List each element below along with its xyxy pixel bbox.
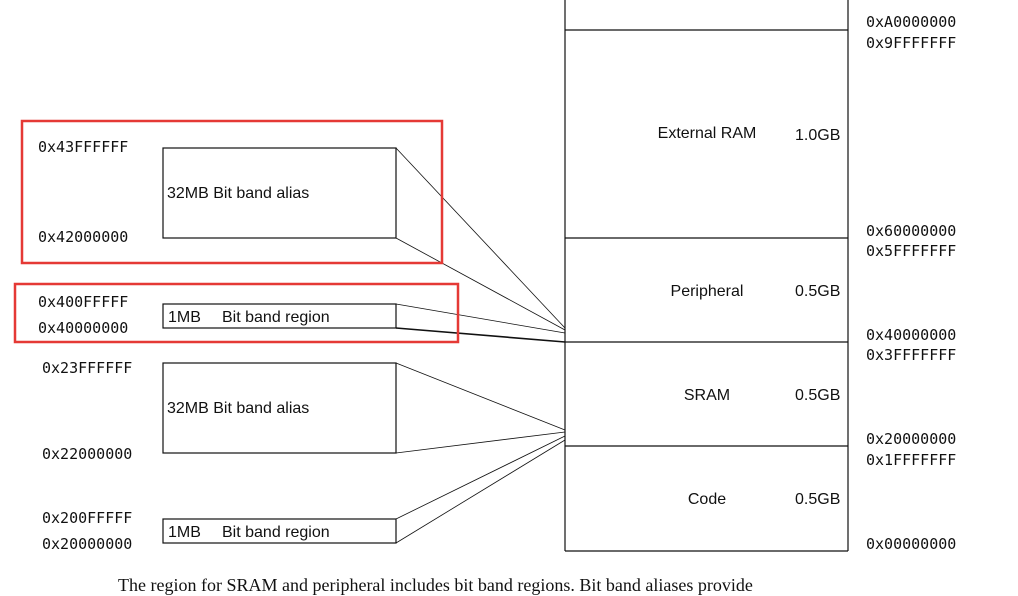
region-address-low: 0x40000000 xyxy=(38,319,128,337)
alias-label: 32MB Bit band alias xyxy=(167,400,309,417)
address-label: 0xA0000000 xyxy=(866,13,956,31)
region-name: Peripheral xyxy=(671,283,744,300)
highlight-box-region xyxy=(13,282,460,344)
region-name: SRAM xyxy=(684,387,730,404)
region-name-label: Bit band region xyxy=(222,524,330,541)
alias-address-high: 0x23FFFFFF xyxy=(42,359,132,377)
address-label: 0x60000000 xyxy=(866,222,956,240)
address-label: 0x40000000 xyxy=(866,326,956,344)
address-label: 0x00000000 xyxy=(866,535,956,553)
region-address-high: 0x200FFFFF xyxy=(42,509,132,527)
address-label: 0x5FFFFFFF xyxy=(866,242,956,260)
region-address-high: 0x400FFFFF xyxy=(38,293,128,311)
address-label: 0x20000000 xyxy=(866,430,956,448)
connector-lines xyxy=(395,147,566,544)
connector-line xyxy=(395,439,566,544)
connector-line xyxy=(395,237,566,331)
address-label: 0x1FFFFFFF xyxy=(866,451,956,469)
peripheral-bitband-region: 1MB Bit band region 0x400FFFFF 0x4000000… xyxy=(38,293,397,337)
boundary-address-labels: 0xA0000000 0x9FFFFFFF 0x60000000 0x5FFFF… xyxy=(866,13,956,553)
region-sram: SRAM 0.5GB xyxy=(684,387,840,404)
region-box xyxy=(162,518,397,544)
region-size: 0.5GB xyxy=(795,387,840,404)
region-size: 1.0GB xyxy=(795,127,840,144)
sram-bitband-alias: 32MB Bit band alias 0x23FFFFFF 0x2200000… xyxy=(42,359,397,463)
sram-bitband-region: 1MB Bit band region 0x200FFFFF 0x2000000… xyxy=(42,509,397,553)
connector-line xyxy=(395,303,566,334)
region-box xyxy=(162,303,397,329)
connector-line xyxy=(395,431,566,454)
region-size: 0.5GB xyxy=(795,283,840,300)
region-peripheral: Peripheral 0.5GB xyxy=(671,283,841,300)
alias-box xyxy=(162,362,397,454)
address-label: 0x9FFFFFFF xyxy=(866,34,956,52)
region-size-label: 1MB xyxy=(168,524,201,541)
region-code: Code 0.5GB xyxy=(688,491,840,508)
caption: The region for SRAM and peripheral inclu… xyxy=(118,575,753,595)
region-address-low: 0x20000000 xyxy=(42,535,132,553)
alias-address-low: 0x22000000 xyxy=(42,445,132,463)
alias-label: 32MB Bit band alias xyxy=(167,185,309,202)
alias-box xyxy=(162,147,397,239)
alias-address-low: 0x42000000 xyxy=(38,228,128,246)
address-label: 0x3FFFFFFF xyxy=(866,346,956,364)
connector-line xyxy=(395,362,566,431)
region-name: External RAM xyxy=(658,125,757,142)
connector-line xyxy=(395,435,566,520)
region-external-ram: External RAM 1.0GB xyxy=(658,125,841,144)
peripheral-bitband-alias: 32MB Bit band alias 0x43FFFFFF 0x4200000… xyxy=(38,138,397,246)
region-size: 0.5GB xyxy=(795,491,840,508)
highlight-box-alias xyxy=(20,119,444,265)
region-size-label: 1MB xyxy=(168,309,201,326)
region-name-label: Bit band region xyxy=(222,309,330,326)
connector-line xyxy=(395,147,566,329)
region-name: Code xyxy=(688,491,726,508)
alias-address-high: 0x43FFFFFF xyxy=(38,138,128,156)
region-base-link-line xyxy=(395,327,566,343)
memory-map-column xyxy=(564,0,849,552)
